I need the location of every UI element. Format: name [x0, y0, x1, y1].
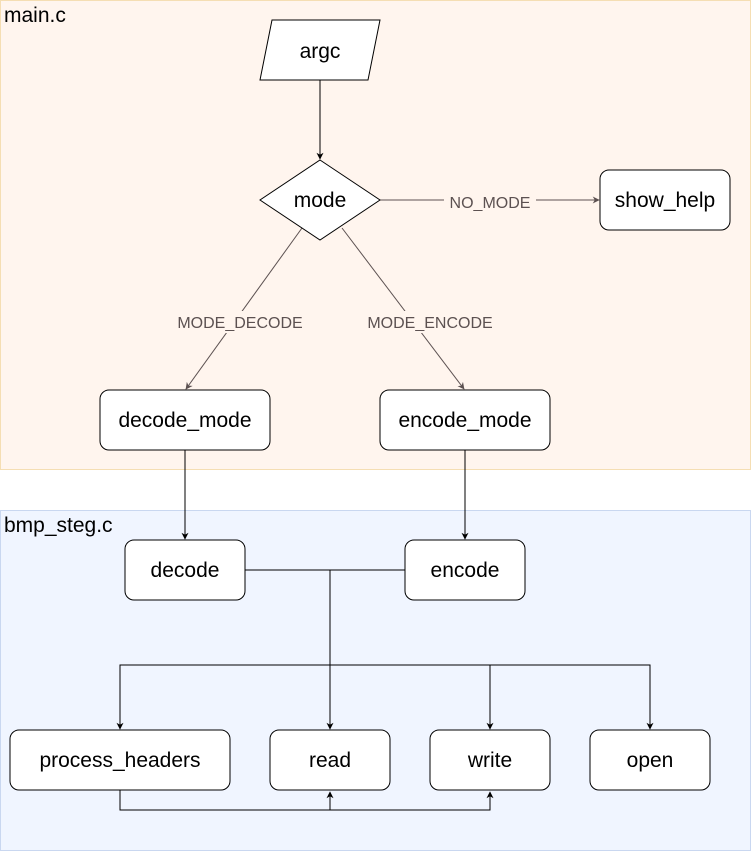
node-write[interactable]: write	[429, 729, 551, 791]
node-process-headers-label: process_headers	[39, 749, 200, 772]
edge-label-mode-decode: MODE_DECODE	[177, 315, 302, 332]
edge-label-mode-encode: MODE_ENCODE	[367, 315, 492, 332]
edge-process-headers-write	[330, 791, 494, 811]
edge-process-headers-read	[119, 790, 334, 811]
node-open[interactable]: open	[589, 729, 711, 791]
edge-bus-open	[490, 664, 654, 730]
node-encode[interactable]: encode	[404, 539, 526, 601]
node-encode-label: encode	[431, 559, 500, 582]
edge-label-no-mode: NO_MODE	[450, 195, 531, 212]
nodes: argc mode show_help decode_mode encode_m…	[9, 19, 731, 791]
node-read-label: read	[309, 749, 351, 772]
edge-mode-decode-mode	[185, 227, 303, 390]
node-argc[interactable]: argc	[259, 19, 381, 81]
node-encode-mode[interactable]: encode_mode	[379, 389, 551, 451]
node-process-headers[interactable]: process_headers	[9, 729, 231, 791]
node-show-help[interactable]: show_help	[599, 169, 731, 231]
node-decode-mode-label: decode_mode	[118, 409, 251, 432]
node-decode-label: decode	[151, 559, 220, 582]
node-mode-label: mode	[294, 189, 347, 212]
node-encode-mode-label: encode_mode	[398, 409, 531, 432]
node-argc-label: argc	[300, 40, 341, 63]
node-write-label: write	[467, 749, 512, 772]
edges	[116, 80, 654, 811]
group-main-c-label: main.c	[4, 4, 66, 27]
edge-bus-split	[116, 664, 330, 730]
node-read[interactable]: read	[269, 729, 391, 791]
group-bmp-steg-c: bmp_steg.c	[0, 510, 751, 851]
edge-labels: NO_MODE MODE_DECODE MODE_ENCODE	[168, 191, 536, 333]
group-bmp-steg-c-label: bmp_steg.c	[4, 514, 113, 537]
node-show-help-label: show_help	[615, 189, 715, 212]
node-open-label: open	[627, 749, 674, 772]
node-decode-mode[interactable]: decode_mode	[99, 389, 271, 451]
node-mode[interactable]: mode	[259, 159, 381, 241]
node-decode[interactable]: decode	[124, 539, 246, 601]
edge-mode-encode-mode	[341, 227, 465, 390]
